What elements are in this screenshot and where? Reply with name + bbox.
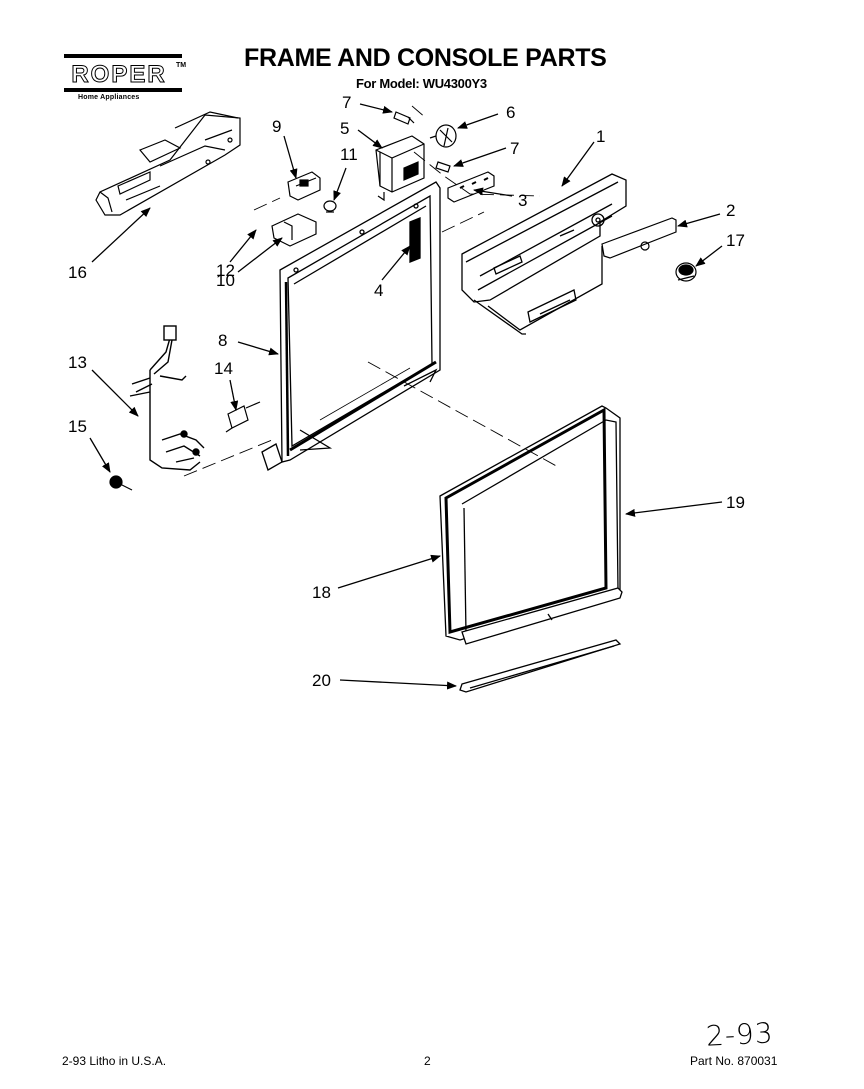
logo-wordmark: ROPER (71, 61, 167, 88)
part-15-screw (109, 475, 133, 491)
callout-17: 17 (726, 231, 745, 250)
handwritten-date: 2-93 (705, 1016, 775, 1053)
callout-2: 2 (726, 201, 735, 220)
part-2-console-overlay (601, 217, 677, 259)
callout-8: 8 (218, 331, 227, 350)
callout-18: 18 (312, 583, 331, 602)
part-1-control-panel (461, 173, 627, 335)
callout-20: 20 (312, 671, 331, 690)
part-7-screws (393, 111, 451, 173)
callout-5: 5 (340, 119, 349, 138)
model-subtitle: For Model: WU4300Y3 (356, 76, 487, 91)
callout-15: 15 (68, 417, 87, 436)
part-14-fuse (225, 401, 261, 433)
part-20-bottom-trim (459, 587, 623, 693)
logo-top-rule (64, 54, 182, 58)
footer-litho: 2-93 Litho in U.S.A. (62, 1054, 167, 1068)
page-title: FRAME AND CONSOLE PARTS (244, 44, 607, 72)
callout-10: 10 (216, 271, 235, 290)
part-5-timer (375, 135, 425, 202)
footer-part-number: Part No. 870031 (690, 1054, 778, 1068)
callout-11: 11 (340, 145, 358, 164)
callout-1: 1 (596, 127, 605, 146)
part-3-switch-strip (447, 171, 495, 203)
logo-bottom-rule (64, 88, 182, 92)
callout-12: 12 (216, 261, 235, 280)
roper-logo: ROPER TM Home Appliances (64, 54, 186, 104)
part-13-wire-harness (129, 325, 205, 471)
part-6-timer-dial (429, 124, 457, 148)
callout-9: 9 (272, 117, 281, 136)
callout-labels: 1 2 3 4 5 6 7 7 8 9 10 11 12 13 14 15 16… (68, 93, 745, 690)
leader-arrows (89, 103, 723, 690)
callout-3: 3 (518, 191, 527, 210)
part-9-latch (287, 171, 321, 201)
callout-7a: 7 (342, 93, 351, 112)
callout-19: 19 (726, 493, 745, 512)
callout-16: 16 (68, 263, 87, 282)
callout-4: 4 (374, 281, 383, 300)
part-19-outer-panel (439, 405, 621, 641)
callout-13: 13 (68, 353, 87, 372)
logo-trademark: TM (176, 62, 187, 69)
callout-7b: 7 (510, 139, 519, 158)
part-8-door-frame (261, 181, 441, 471)
part-16-top-cover (95, 111, 241, 216)
logo-tagline: Home Appliances (78, 94, 140, 101)
part-17-knob (675, 262, 697, 282)
callout-14: 14 (214, 359, 233, 378)
footer-page-number: 2 (424, 1054, 431, 1068)
callout-6: 6 (506, 103, 515, 122)
part-11-grommet (323, 200, 337, 213)
